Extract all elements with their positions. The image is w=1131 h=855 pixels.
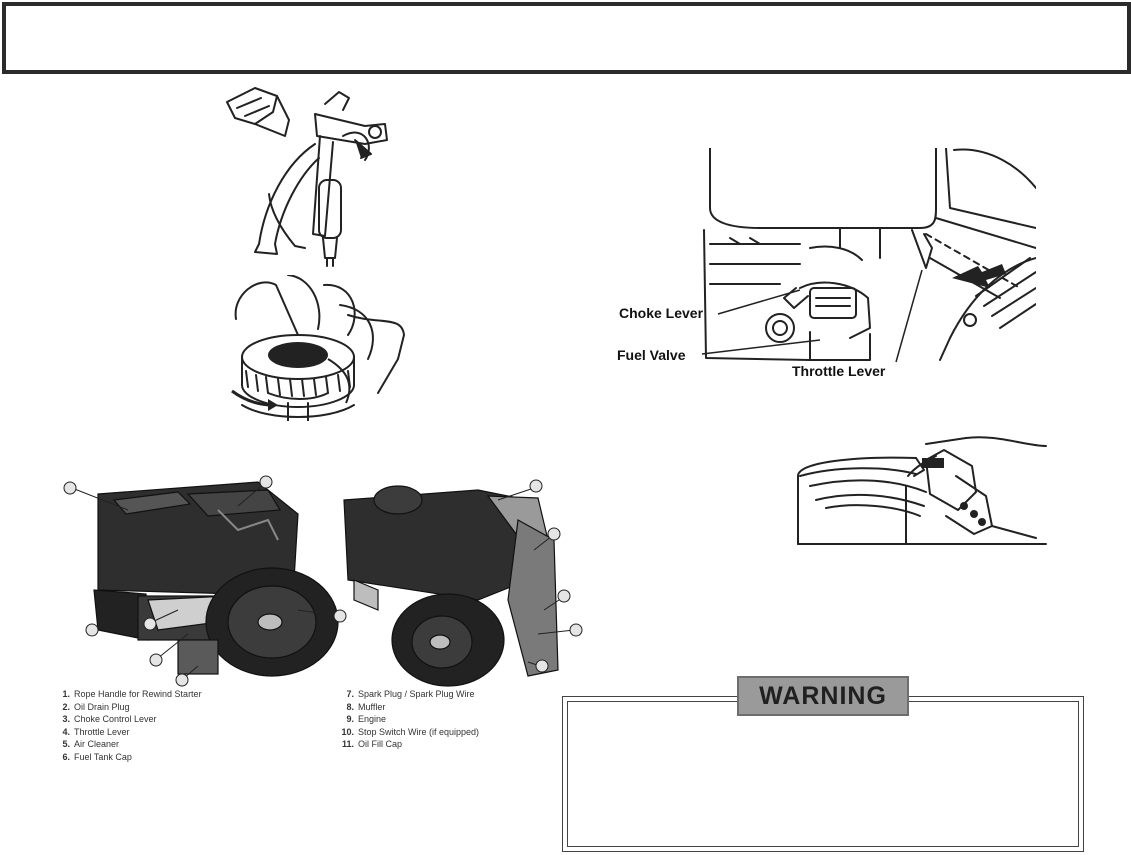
legend-item: 8.Muffler [346,701,386,712]
warning-label: WARNING [759,681,887,710]
throttle-lever-label: Throttle Lever [792,363,886,379]
engine-controls-illustration [700,148,1036,373]
bucket-flush-illustration [796,436,1050,560]
legend-item: 10.Stop Switch Wire (if equipped) [341,726,480,737]
tip-turning-illustration [228,275,408,421]
legend-item: 7.Spark Plug / Spark Plug Wire [346,689,475,699]
label-leader-lines [701,270,923,363]
parts-legend-left: 1.Rope Handle for Rewind Starter 2.Oil D… [56,688,202,763]
legend-item: 9.Engine [346,714,387,724]
choke-lever-label: Choke Lever [619,305,704,321]
fuel-valve-label: Fuel Valve [617,347,686,363]
warning-badge: WARNING [737,676,909,716]
engine-left [93,481,339,677]
legend-item: 5.Air Cleaner [62,739,120,749]
warning-box [562,696,1084,852]
engine-parts-illustration [58,470,598,690]
legend-item: 2.Oil Drain Plug [62,701,130,712]
legend-item: 1.Rope Handle for Rewind Starter [62,689,202,699]
legend-item: 6.Fuel Tank Cap [62,751,132,762]
header-box [2,2,1131,74]
spray-gun-illustration [215,84,415,270]
engine-right [343,485,559,687]
parts-legend-right: 7.Spark Plug / Spark Plug Wire 8.Muffler… [340,688,479,751]
legend-item: 3.Choke Control Lever [62,714,157,724]
warning-box-inner [567,701,1079,847]
legend-item: 11.Oil Fill Cap [341,739,403,749]
legend-item: 4.Throttle Lever [62,726,130,737]
